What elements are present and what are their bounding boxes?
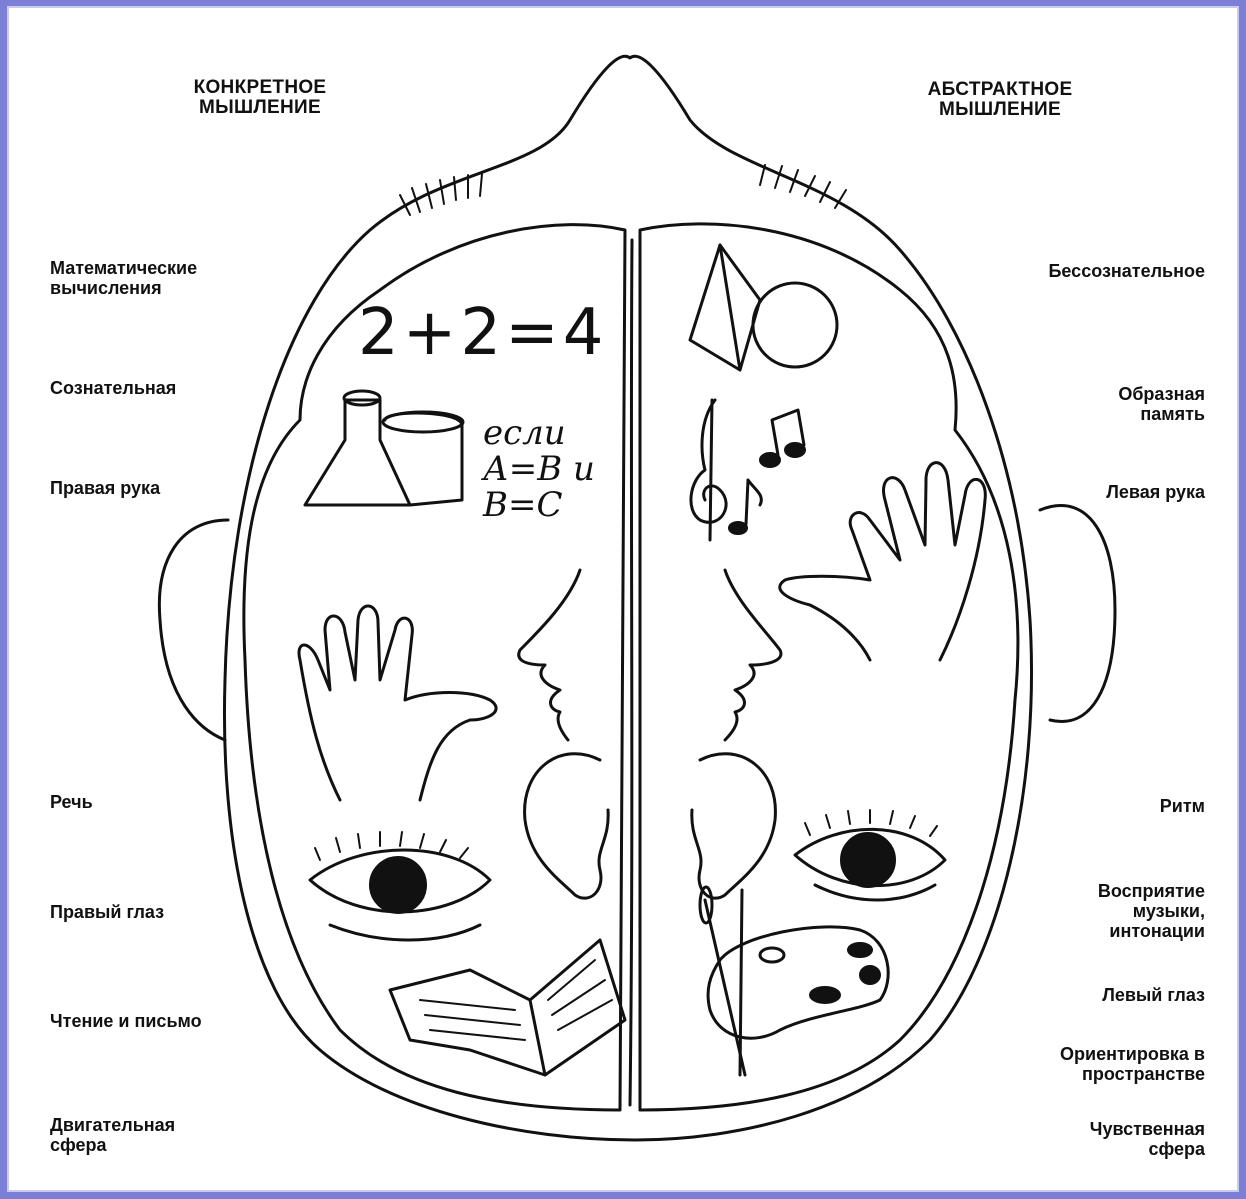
equation-text: 2+2=4 bbox=[358, 296, 607, 370]
left-ear-drawing bbox=[525, 754, 609, 898]
label-right-hand: Правая рука bbox=[50, 478, 160, 498]
head-outline bbox=[224, 56, 1031, 1140]
right-eye-drawing bbox=[310, 832, 490, 940]
label-music-perception: Восприятие музыки, интонации bbox=[960, 881, 1205, 941]
right-hemisphere bbox=[640, 224, 1018, 1110]
label-spatial-orientation: Ориентировка в пространстве bbox=[960, 1044, 1205, 1084]
right-ear-drawing bbox=[692, 754, 776, 898]
label-math-calculations: Математические вычисления bbox=[50, 258, 197, 298]
right-hand-drawing bbox=[299, 606, 496, 800]
palette-drawing bbox=[700, 887, 888, 1075]
hair-left bbox=[400, 174, 482, 215]
label-left-eye: Левый глаз bbox=[960, 985, 1205, 1005]
left-face-profile bbox=[519, 570, 580, 740]
label-left-hand: Левая рука bbox=[960, 482, 1205, 502]
label-imaginative-memory: Образная память bbox=[960, 384, 1205, 424]
pyramid-sphere-drawing bbox=[690, 245, 837, 370]
left-ear bbox=[159, 520, 228, 740]
book-drawing bbox=[390, 940, 625, 1075]
left-hand-drawing bbox=[780, 463, 986, 660]
right-face-profile bbox=[725, 570, 781, 740]
header-abstract-thinking: АБСТРАКТНОЕ МЫШЛЕНИЕ bbox=[890, 80, 1110, 120]
music-notes-drawing bbox=[691, 400, 805, 540]
header-concrete-thinking: КОНКРЕТНОЕ МЫШЛЕНИЕ bbox=[160, 78, 360, 118]
label-rhythm: Ритм bbox=[960, 796, 1205, 816]
label-sensory-sphere: Чувственная сфера bbox=[960, 1119, 1205, 1159]
logic-text: если А=В и В=С bbox=[483, 415, 595, 523]
label-motor-sphere: Двигательная сфера bbox=[50, 1115, 175, 1155]
label-speech: Речь bbox=[50, 792, 93, 812]
hemisphere-divide bbox=[630, 240, 632, 1105]
label-reading-writing: Чтение и письмо bbox=[50, 1011, 202, 1031]
label-unconscious: Бессознательное bbox=[960, 261, 1205, 281]
flask-drawing bbox=[305, 391, 463, 505]
label-right-eye: Правый глаз bbox=[50, 902, 164, 922]
left-eye-drawing bbox=[795, 810, 945, 900]
label-conscious: Сознательная bbox=[50, 378, 176, 398]
right-ear bbox=[1040, 506, 1115, 722]
